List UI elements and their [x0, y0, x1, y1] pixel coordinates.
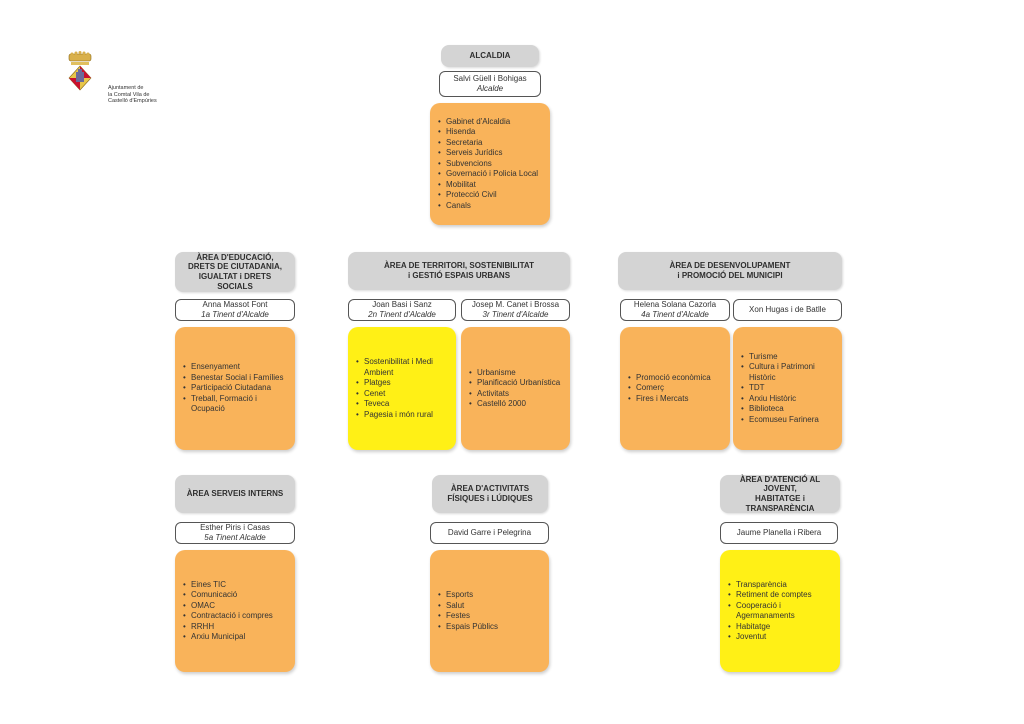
- list-item: Protecció Civil: [438, 190, 538, 201]
- person-role: 1a Tinent d'Alcalde: [201, 310, 269, 319]
- list-item: Eines TIC: [183, 580, 273, 591]
- list-item: Sostenibilitat i Medi Ambient: [356, 357, 448, 378]
- list-item: Retiment de comptes: [728, 590, 832, 601]
- municipal-coat-of-arms-logo: [68, 51, 92, 91]
- list-item: Participació Ciutadana: [183, 383, 287, 394]
- list-item: Cooperació i Agermanaments: [728, 601, 832, 622]
- list-item: RRHH: [183, 622, 273, 633]
- list-item: Activitats: [469, 389, 560, 400]
- territori-right-responsibilities: Urbanisme Planificació Urbanística Activ…: [461, 327, 570, 450]
- list-item: Hisenda: [438, 127, 538, 138]
- territori-header: ÀREA DE TERRITORI, SOSTENIBILITAT i GEST…: [348, 252, 570, 290]
- person-name: Salvi Güell i Bohigas: [453, 74, 527, 83]
- list-item: Gabinet d'Alcaldia: [438, 117, 538, 128]
- responsibility-list: Gabinet d'Alcaldia Hisenda Secretaria Se…: [438, 117, 538, 212]
- territori-left-responsibilities: Sostenibilitat i Medi Ambient Platges Ce…: [348, 327, 456, 450]
- person-name: Esther Piris i Casas: [200, 523, 270, 532]
- person-name: David Garre i Pelegrina: [447, 528, 532, 537]
- list-item: Contractació i compres: [183, 611, 273, 622]
- list-item: Teveca: [356, 399, 448, 410]
- desenvolupament-left-responsibilities: Promoció econòmica Comerç Fires i Mercat…: [620, 327, 730, 450]
- list-item: Governació i Policia Local: [438, 169, 538, 180]
- list-item: Pagesia i món rural: [356, 410, 448, 421]
- person-name: Anna Massot Font: [202, 300, 268, 309]
- serveis-name-box: Esther Piris i Casas 5a Tinent Alcalde: [175, 522, 295, 544]
- alcaldia-header: ALCALDIA: [441, 45, 539, 67]
- activitats-name-box: David Garre i Pelegrina: [430, 522, 549, 544]
- educacio-header: ÀREA D'EDUCACIÓ, DRETS DE CIUTADANIA, IG…: [175, 252, 295, 292]
- list-item: Treball, Formació i Ocupació: [183, 394, 287, 415]
- list-item: Secretaria: [438, 138, 538, 149]
- list-item: Turisme: [741, 352, 834, 363]
- list-item: Esports: [438, 590, 498, 601]
- person-name: Josep M. Canet i Brossa: [471, 300, 560, 309]
- jovent-responsibilities: Transparència Retiment de comptes Cooper…: [720, 550, 840, 672]
- person-name: Jaume Planella i Ribera: [736, 528, 822, 537]
- list-item: Subvencions: [438, 159, 538, 170]
- serveis-responsibilities: Eines TIC Comunicació OMAC Contractació …: [175, 550, 295, 672]
- person-name: Helena Solana Cazorla: [633, 300, 717, 309]
- list-item: Ensenyament: [183, 362, 287, 373]
- desenvolupament-header: ÀREA DE DESENVOLUPAMENT i PROMOCIÓ DEL M…: [618, 252, 842, 290]
- alcaldia-responsibilities: Gabinet d'Alcaldia Hisenda Secretaria Se…: [430, 103, 550, 225]
- list-item: Transparència: [728, 580, 832, 591]
- person-role: Alcalde: [476, 84, 504, 93]
- list-item: Biblioteca: [741, 404, 834, 415]
- list-item: Ecomuseu Farinera: [741, 415, 834, 426]
- list-item: TDT: [741, 383, 834, 394]
- serveis-header: ÀREA SERVEIS INTERNS: [175, 475, 295, 513]
- list-item: Platges: [356, 378, 448, 389]
- activitats-responsibilities: Esports Salut Festes Espais Públics: [430, 550, 549, 672]
- desenvolupament-left-name-box: Helena Solana Cazorla 4a Tinent d'Alcald…: [620, 299, 730, 321]
- list-item: Cultura i Patrimoni Històric: [741, 362, 834, 383]
- list-item: Cenet: [356, 389, 448, 400]
- logo-caption: Ajuntament de la Comtal Vila de Castelló…: [108, 85, 157, 104]
- desenvolupament-right-name-box: Xon Hugas i de Batlle: [733, 299, 842, 321]
- list-item: Arxiu Municipal: [183, 632, 273, 643]
- territori-right-name-box: Josep M. Canet i Brossa 3r Tinent d'Alca…: [461, 299, 570, 321]
- list-item: OMAC: [183, 601, 273, 612]
- person-name: Xon Hugas i de Batlle: [749, 305, 826, 314]
- list-item: Joventut: [728, 632, 832, 643]
- activitats-header: ÀREA D'ACTIVITATS FÍSIQUES i LÚDIQUES: [432, 475, 548, 513]
- list-item: Urbanisme: [469, 368, 560, 379]
- territori-left-name-box: Joan Basi i Sanz 2n Tinent d'Alcalde: [348, 299, 456, 321]
- person-role: 4a Tinent d'Alcalde: [641, 310, 709, 319]
- person-name: Joan Basi i Sanz: [372, 300, 432, 309]
- list-item: Planificació Urbanística: [469, 378, 560, 389]
- list-item: Comunicació: [183, 590, 273, 601]
- list-item: Mobilitat: [438, 180, 538, 191]
- list-item: Festes: [438, 611, 498, 622]
- jovent-header: ÀREA D'ATENCIÓ AL JOVENT, HABITATGE i TR…: [720, 475, 840, 513]
- list-item: Benestar Social i Famílies: [183, 373, 287, 384]
- list-item: Canals: [438, 201, 538, 212]
- list-item: Arxiu Històric: [741, 394, 834, 405]
- educacio-name-box: Anna Massot Font 1a Tinent d'Alcalde: [175, 299, 295, 321]
- educacio-responsibilities: Ensenyament Benestar Social i Famílies P…: [175, 327, 295, 450]
- list-item: Comerç: [628, 383, 711, 394]
- person-role: 5a Tinent Alcalde: [204, 533, 266, 542]
- list-item: Promoció econòmica: [628, 373, 711, 384]
- alcalde-name-box: Salvi Güell i Bohigas Alcalde: [439, 71, 541, 97]
- list-item: Castelló 2000: [469, 399, 560, 410]
- list-item: Serveis Jurídics: [438, 148, 538, 159]
- jovent-name-box: Jaume Planella i Ribera: [720, 522, 838, 544]
- list-item: Fires i Mercats: [628, 394, 711, 405]
- list-item: Habitatge: [728, 622, 832, 633]
- person-role: 2n Tinent d'Alcalde: [368, 310, 436, 319]
- list-item: Salut: [438, 601, 498, 612]
- person-role: 3r Tinent d'Alcalde: [482, 310, 549, 319]
- list-item: Espais Públics: [438, 622, 498, 633]
- desenvolupament-right-responsibilities: Turisme Cultura i Patrimoni Històric TDT…: [733, 327, 842, 450]
